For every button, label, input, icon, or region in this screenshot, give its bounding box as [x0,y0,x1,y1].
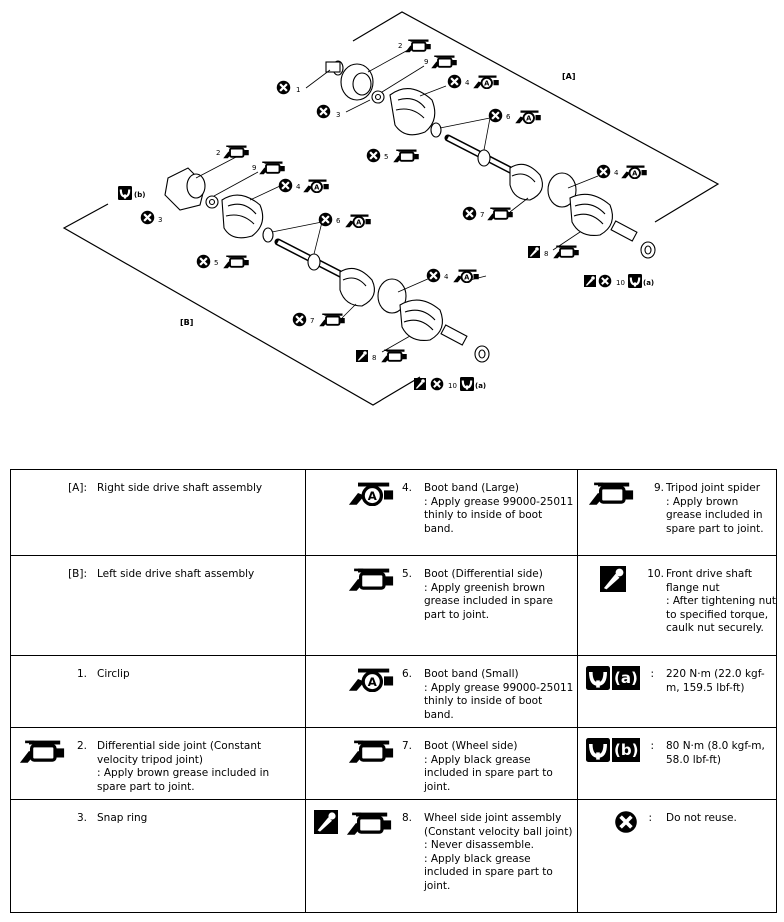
svg-text:9: 9 [424,58,428,66]
svg-text:4: 4 [296,183,301,191]
legend-label: : [648,812,652,824]
do-not-reuse-icon [614,810,638,834]
svg-text:10: 10 [448,382,457,390]
legend-label: 3. [76,812,87,824]
group-label-a: [A] [562,72,576,81]
legend-text: Boot (Differential side): Apply greenish… [424,568,553,621]
torque-a-badge: (a) [586,666,640,690]
legend-text: Left side drive shaft assembly [97,568,255,580]
left-drive-shaft [164,167,490,363]
svg-text:8: 8 [544,250,548,258]
svg-text:8: 8 [372,354,376,362]
svg-text:7: 7 [480,211,484,219]
legend-text: Front drive shaft flange nut: After tigh… [666,568,777,634]
legend-text: Boot band (Small): Apply grease 99000-25… [424,668,574,721]
legend-label: 7. [401,740,412,752]
legend-label: 5. [401,568,412,580]
parts-legend-table: [A]: Right side drive shaft assembly 4. … [10,469,777,913]
legend-row: 1. Circlip 6. Boot band (Small): Apply g… [10,655,777,728]
legend-text: Snap ring [97,812,148,824]
do-not-disassemble-icon [314,810,338,834]
svg-text:5: 5 [214,259,218,267]
svg-text:4: 4 [614,169,619,177]
legend-label: : [650,668,654,680]
svg-text:(a): (a) [643,279,654,287]
legend-text: 220 N·m (22.0 kgf-m, 159.5 lbf-ft) [666,668,765,694]
legend-text: Wheel side joint assembly (Constant velo… [424,812,573,892]
svg-text:3: 3 [158,216,162,224]
legend-label: 2. [76,740,87,752]
torque-wrench-icon [586,738,610,762]
legend-text: Boot band (Large): Apply grease 99000-25… [424,482,574,535]
drive-shaft-exploded-diagram: A [A] [B] [62,11,720,406]
legend-text: Circlip [97,668,130,680]
legend-row: 2. Differential side joint (Constant vel… [10,727,777,800]
svg-text:4: 4 [465,79,470,87]
group-label-b: [B] [180,318,193,327]
svg-text:2: 2 [216,149,220,157]
legend-label: : [650,740,654,752]
torque-wrench-icon [586,666,610,690]
right-drive-shaft [325,60,656,259]
svg-text:10: 10 [616,279,625,287]
svg-text:9: 9 [252,164,256,172]
svg-text:(b): (b) [134,191,145,199]
svg-text:2: 2 [398,42,402,50]
legend-label: [A]: [68,482,87,494]
legend-text: Differential side joint (Constant veloci… [97,740,270,793]
legend-label: 1. [76,668,87,680]
legend-text: 80 N·m (8.0 kgf-m, 58.0 lbf-ft) [666,740,765,766]
legend-label: [B]: [68,568,87,580]
torque-b-badge: (b) [586,738,641,762]
svg-text:(a): (a) [475,382,486,390]
svg-text:4: 4 [444,273,449,281]
legend-row: [B]: Left side drive shaft assembly 5. B… [10,555,777,656]
legend-label: 8. [401,812,412,824]
legend-text: Do not reuse. [666,812,737,824]
svg-text:6: 6 [506,113,511,121]
legend-row: [A]: Right side drive shaft assembly 4. … [10,469,777,556]
legend-label: 6. [401,668,412,680]
svg-text:3: 3 [336,111,340,119]
legend-text: Boot (Wheel side): Apply black grease in… [424,740,553,793]
legend-row: 3. Snap ring 8. Wheel side joint assembl… [10,799,777,913]
legend-label: 10. [647,568,664,580]
legend-text: Tripod joint spider: Apply brown grease … [666,482,764,535]
do-not-disassemble-icon [600,566,626,592]
svg-text:5: 5 [384,153,388,161]
legend-label: 9. [653,482,664,494]
svg-text:7: 7 [310,317,314,325]
legend-label: 4. [401,482,412,494]
legend-text: Right side drive shaft assembly [97,482,263,494]
svg-text:1: 1 [296,86,300,94]
svg-text:6: 6 [336,217,341,225]
